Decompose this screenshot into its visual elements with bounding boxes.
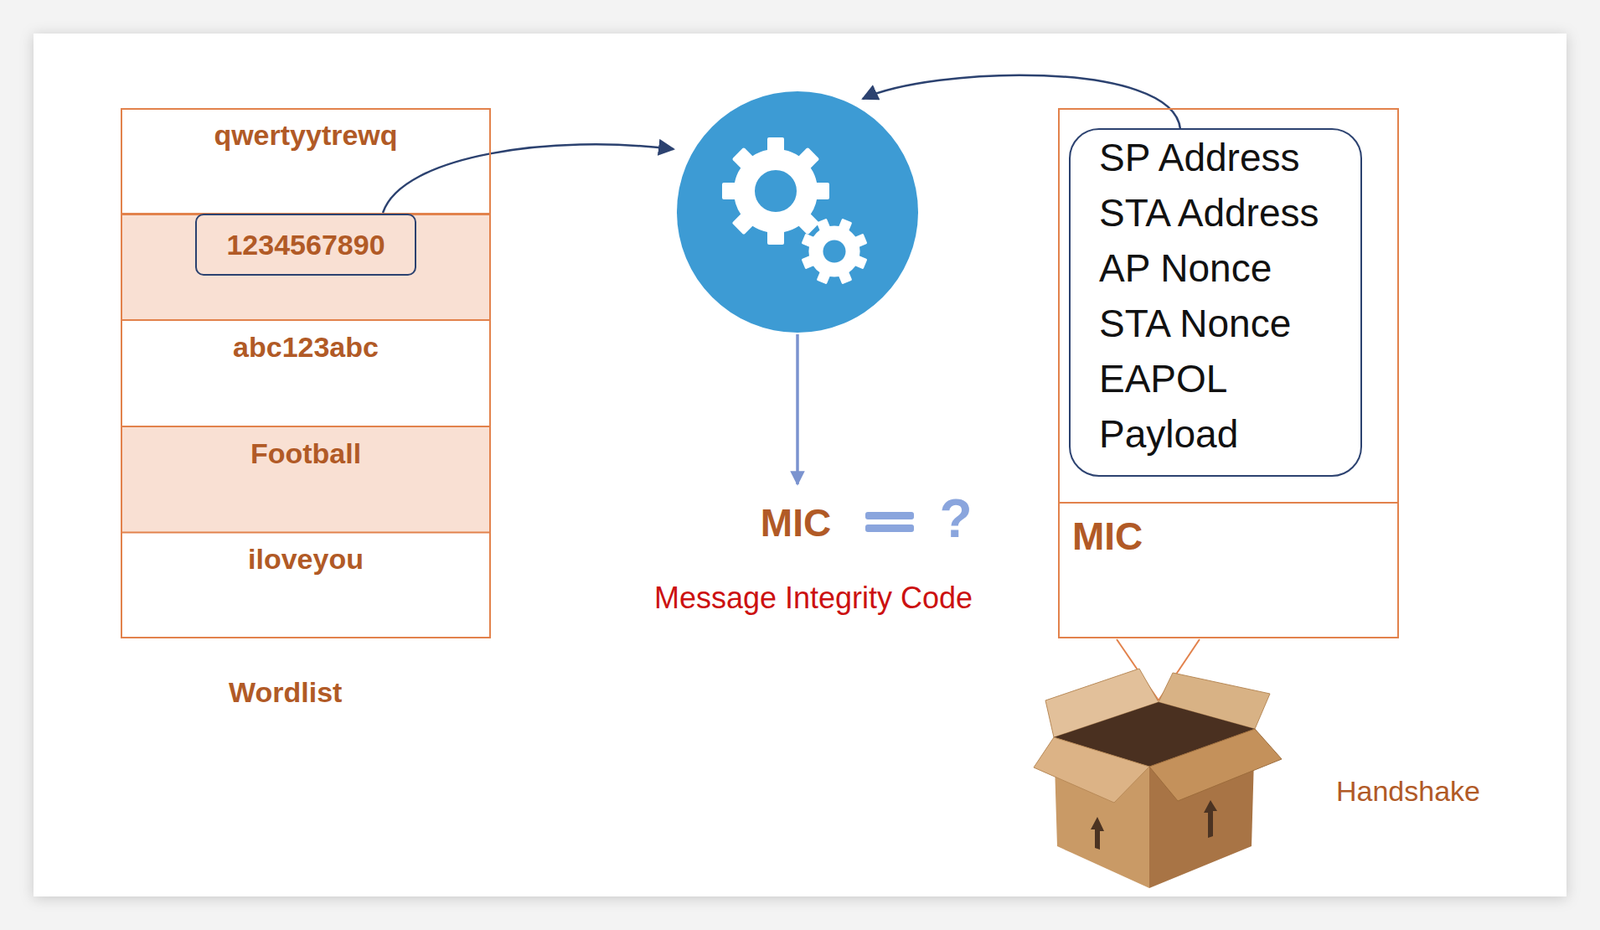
table-rule: [120, 319, 491, 321]
wordlist-row: iloveyou: [122, 531, 490, 639]
word-entry: abc123abc: [122, 330, 490, 364]
wordlist-row: Football: [122, 426, 490, 533]
wordlist-table: Wordlistqwertyytrewq1234567890abc123abcF…: [120, 108, 491, 639]
equals-symbol: [865, 524, 914, 532]
gear-icon: [722, 137, 830, 245]
word-entry: iloveyou: [122, 541, 490, 576]
table-caption: Wordlist: [228, 675, 342, 709]
field-name: STA Address: [1099, 185, 1344, 241]
flow-arrow: [382, 144, 674, 213]
output-arrow: [795, 334, 800, 485]
box-divider: [1058, 501, 1399, 504]
equals-symbol: [865, 511, 914, 520]
handshake-fields-box: SP AddressSTA AddressAP NonceSTA NonceEA…: [1068, 128, 1363, 477]
field-name: STA Nonce: [1099, 295, 1344, 351]
unknown-mark: ?: [939, 487, 972, 550]
field-name: SP Address: [1099, 129, 1344, 186]
word-entry: 1234567890: [226, 227, 385, 262]
illustration-label: Handshake: [1336, 774, 1481, 808]
selected-word-box: 1234567890: [195, 213, 417, 276]
cardboard-box: [1033, 668, 1282, 888]
card: [33, 33, 1567, 897]
table-rule: [120, 531, 491, 534]
handshake-box: MIC SP AddressSTA AddressAP NonceSTA Nonc…: [1058, 108, 1399, 639]
result-label: MIC: [760, 500, 831, 546]
field-name: EAPOL: [1099, 350, 1344, 407]
word-entry: qwertyytrewq: [122, 118, 490, 152]
word-entry: Football: [122, 436, 490, 470]
table-rule: [120, 425, 491, 428]
process-circle: [676, 91, 919, 333]
table-band: [121, 213, 491, 320]
field-label: MIC: [1072, 513, 1143, 559]
gear-icon: [790, 207, 879, 296]
wordlist-row: qwertyytrewq: [122, 108, 490, 215]
field-name: AP Nonce: [1099, 240, 1344, 296]
table-band: [121, 426, 491, 533]
flow-arrow: [862, 75, 1181, 130]
field-name: Payload: [1099, 406, 1344, 462]
wordlist-row: abc123abc: [122, 320, 490, 427]
caption-note: Message Integrity Code: [654, 580, 973, 616]
